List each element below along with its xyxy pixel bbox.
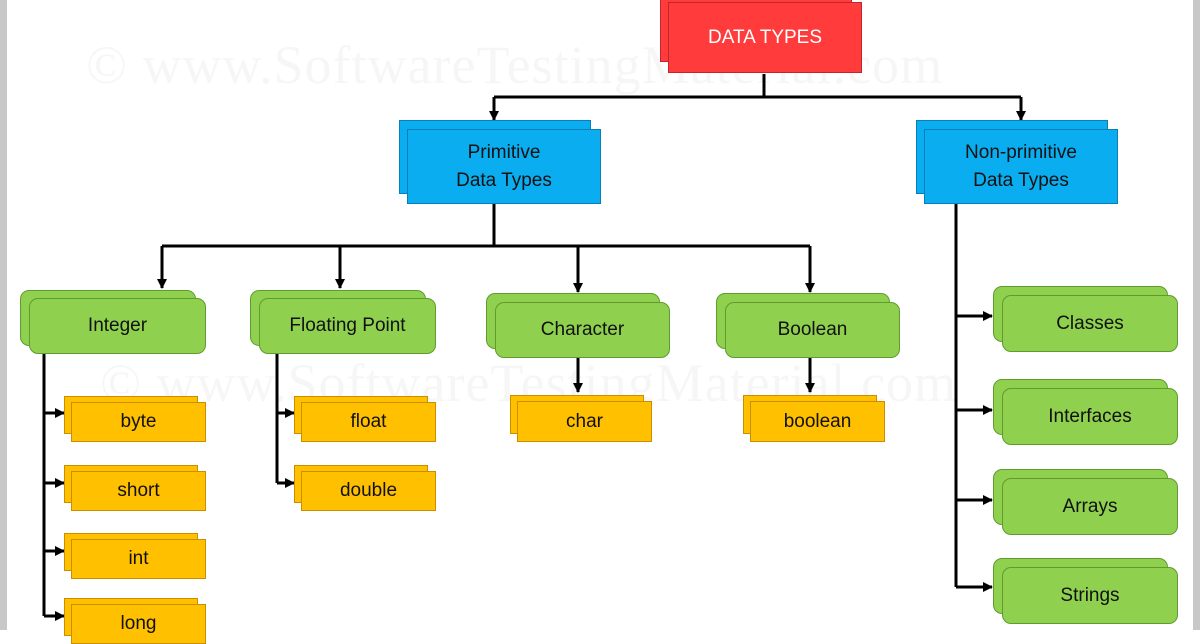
node-label: byte	[71, 402, 206, 442]
node-label: Boolean	[725, 302, 900, 358]
node-label: char	[517, 401, 652, 442]
node-boolean: Boolean	[716, 293, 900, 358]
node-label: Integer	[29, 298, 206, 354]
node-label: Arrays	[1002, 478, 1178, 535]
node-label: boolean	[750, 401, 885, 442]
leaf-long: long	[64, 598, 206, 644]
node-label: int	[71, 539, 206, 579]
leaf-boolean: boolean	[743, 395, 885, 442]
leaf-byte: byte	[64, 396, 206, 442]
leaf-classes: Classes	[993, 286, 1178, 352]
non-primitive-label: Non-primitive Data Types	[965, 141, 1077, 191]
node-non-primitive-data-types: Non-primitive Data Types	[916, 120, 1118, 206]
leaf-float: float	[294, 396, 436, 442]
leaf-double: double	[294, 465, 436, 511]
connector-lines	[42, 74, 1026, 621]
node-label: Floating Point	[259, 298, 436, 354]
node-character: Character	[486, 293, 670, 358]
node-label: Classes	[1002, 295, 1178, 352]
leaf-interfaces: Interfaces	[993, 379, 1178, 445]
node-label: Character	[495, 302, 670, 358]
leaf-int: int	[64, 533, 206, 579]
node-label: Interfaces	[1002, 388, 1178, 445]
node-label: long	[71, 604, 206, 644]
node-floating-point: Floating Point	[250, 290, 436, 355]
node-label: Non-primitive Data Types	[924, 129, 1118, 204]
root-node-data-types: DATA TYPES	[660, 0, 862, 75]
node-label: double	[301, 471, 436, 511]
node-label: Primitive Data Types	[407, 129, 601, 204]
leaf-short: short	[64, 465, 206, 511]
frame-left-border	[0, 0, 7, 630]
leaf-strings: Strings	[993, 558, 1178, 624]
node-label: DATA TYPES	[668, 2, 862, 73]
node-primitive-data-types: Primitive Data Types	[399, 120, 601, 206]
node-label: short	[71, 471, 206, 511]
node-integer: Integer	[20, 290, 206, 355]
frame-right-border	[1193, 0, 1200, 630]
leaf-char: char	[510, 395, 652, 442]
primitive-label: Primitive Data Types	[456, 141, 552, 191]
leaf-arrays: Arrays	[993, 469, 1178, 535]
node-label: Strings	[1002, 567, 1178, 624]
node-label: float	[301, 402, 436, 442]
